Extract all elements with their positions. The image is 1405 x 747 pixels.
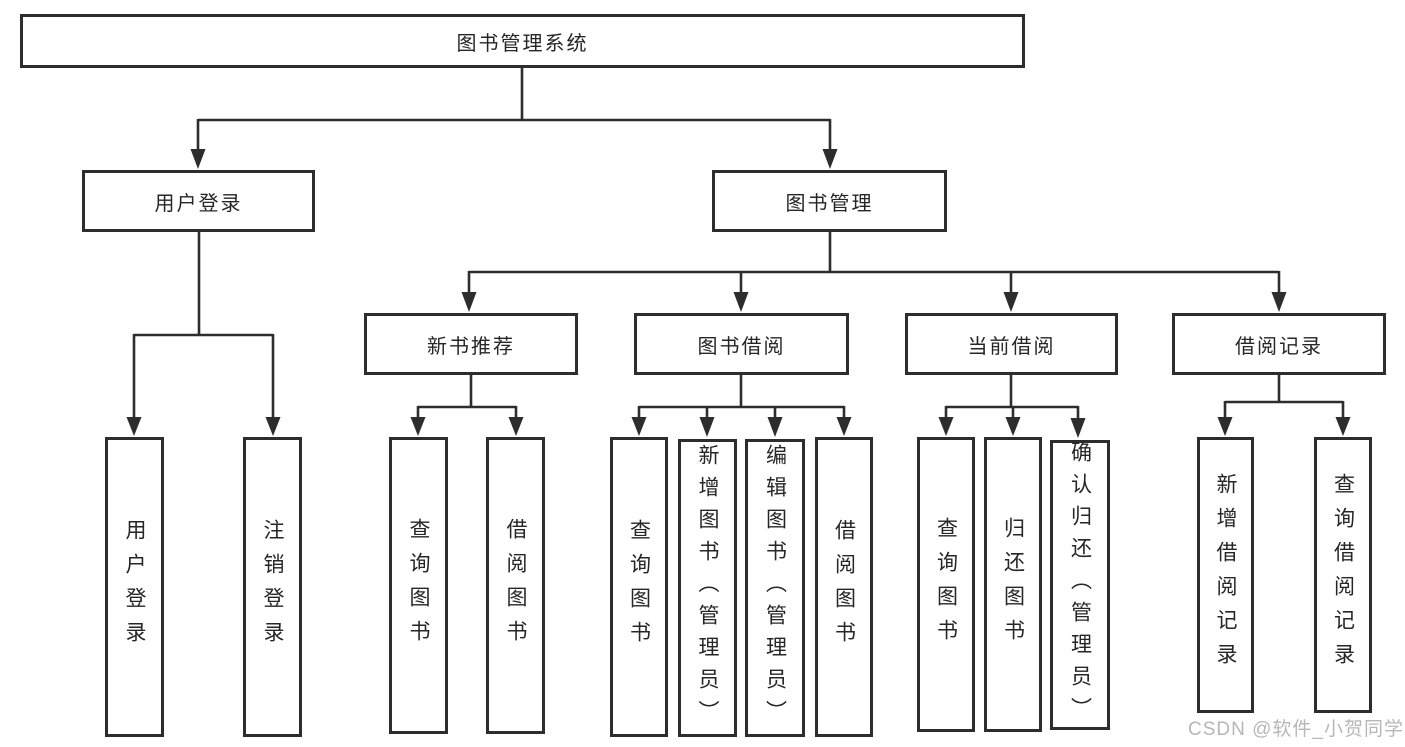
node-book-management: 图书管理 — [712, 170, 947, 232]
leaf-records-query-borrow-record: 查询借阅记录 — [1314, 437, 1372, 713]
leaf-borrow-edit-books-admin: 编辑图书（管理员） — [745, 439, 805, 737]
leaf-borrow-add-books-admin: 新增图书（管理员） — [678, 439, 737, 737]
node-user-login: 用户登录 — [82, 170, 315, 232]
csdn-watermark: CSDN @软件_小贺同学 — [1188, 719, 1404, 740]
leaf-current-query-books: 查询图书 — [917, 437, 975, 732]
node-current-borrowing: 当前借阅 — [905, 313, 1118, 375]
leaf-current-return-books: 归还图书 — [984, 437, 1042, 732]
leaf-borrow-query-books: 查询图书 — [610, 437, 668, 737]
node-library-management-system: 图书管理系统 — [20, 14, 1025, 68]
leaf-records-add-borrow-record: 新增借阅记录 — [1197, 437, 1254, 713]
node-new-book-recommend: 新书推荐 — [364, 313, 578, 375]
leaf-logout: 注销登录 — [243, 437, 302, 737]
node-borrowing-records: 借阅记录 — [1172, 313, 1386, 375]
leaf-recommend-borrow-books: 借阅图书 — [486, 437, 545, 734]
leaf-borrow-borrow-books: 借阅图书 — [815, 437, 873, 737]
leaf-user-login: 用户登录 — [105, 437, 164, 737]
leaf-current-confirm-return-admin: 确认归还（管理员） — [1050, 440, 1110, 730]
leaf-recommend-query-books: 查询图书 — [389, 437, 448, 734]
node-book-borrowing: 图书借阅 — [634, 313, 849, 375]
